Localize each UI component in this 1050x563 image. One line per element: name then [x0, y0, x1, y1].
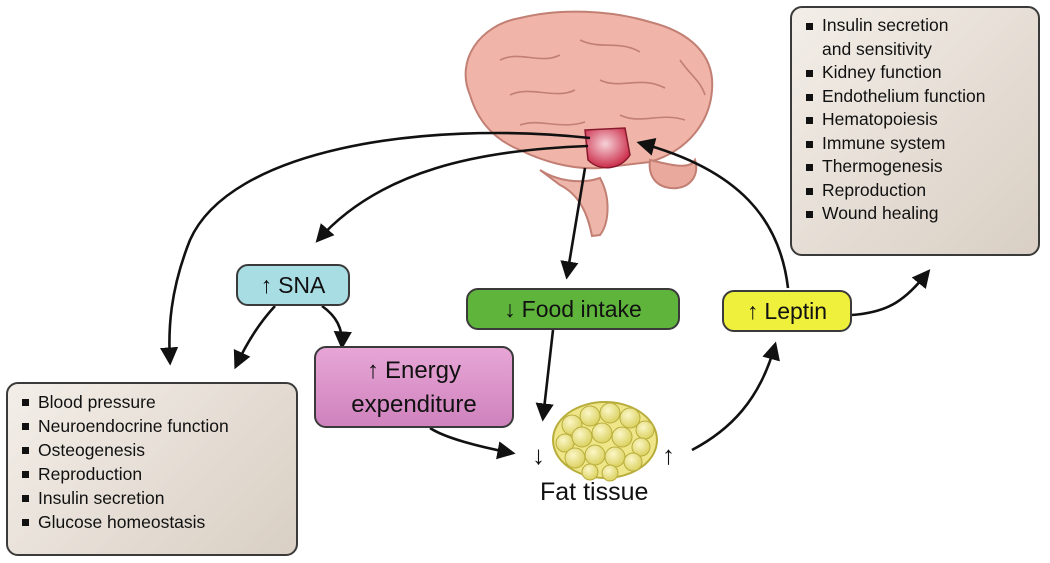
- list-item: Reproduction: [804, 179, 1028, 203]
- arrow-fat-to-leptin: [691, 341, 780, 452]
- arrow-food-to-fat: [535, 329, 555, 422]
- up-arrow-icon: ↑: [366, 357, 379, 384]
- sna-label: SNA: [278, 271, 326, 298]
- energy-label-line1: Energy: [384, 357, 462, 384]
- list-item: Thermogenesis: [804, 155, 1028, 179]
- hypothalamus: [584, 127, 631, 169]
- arrows: [160, 131, 931, 460]
- arrow-sna-to-energy: [321, 304, 352, 350]
- sna-node: ↑ SNA: [236, 264, 350, 306]
- brain-illustration: [464, 10, 714, 238]
- fat-tissue-illustration: [552, 401, 658, 482]
- arrow-energy-to-fat: [429, 426, 516, 460]
- arrow-brain-to-left-list: [160, 131, 591, 366]
- list-item: Glucose homeostasis: [20, 510, 286, 534]
- food-intake-label: Food intake: [521, 295, 642, 322]
- list-item: Endothelium function: [804, 85, 1028, 109]
- up-arrow-icon: ↑: [260, 271, 273, 298]
- left-effects-list: Blood pressure Neuroendocrine function O…: [6, 382, 298, 556]
- arrow-sna-to-left-list: [233, 305, 276, 370]
- fat-down-arrow-icon: ↓: [532, 440, 545, 470]
- list-item: Neuroendocrine function: [20, 414, 286, 438]
- food-intake-node: ↓ Food intake: [466, 288, 680, 330]
- fat-tissue-label: Fat tissue: [540, 478, 649, 506]
- leptin-label: Leptin: [764, 297, 828, 324]
- list-item: Wound healing: [804, 202, 1028, 226]
- leptin-node: ↑ Leptin: [722, 290, 852, 332]
- arrow-brain-to-food: [560, 167, 587, 280]
- list-item: Kidney function: [804, 61, 1028, 85]
- list-item: Immune system: [804, 132, 1028, 156]
- arrow-leptin-to-brain: [636, 138, 790, 289]
- list-item: Blood pressure: [20, 390, 286, 414]
- list-item: Osteogenesis: [20, 438, 286, 462]
- list-item: Insulin secretion: [20, 486, 286, 510]
- arrow-leptin-to-right-list: [851, 269, 931, 317]
- list-item: Reproduction: [20, 462, 286, 486]
- fat-up-arrow-icon: ↑: [662, 440, 675, 470]
- down-arrow-icon: ↓: [504, 295, 516, 322]
- arrow-brain-to-sna: [315, 144, 589, 243]
- list-item: Hematopoiesis: [804, 108, 1028, 132]
- up-arrow-icon: ↑: [746, 297, 759, 324]
- energy-expenditure-node: ↑Energy expenditure: [314, 346, 514, 428]
- energy-label-line2: expenditure: [351, 391, 477, 418]
